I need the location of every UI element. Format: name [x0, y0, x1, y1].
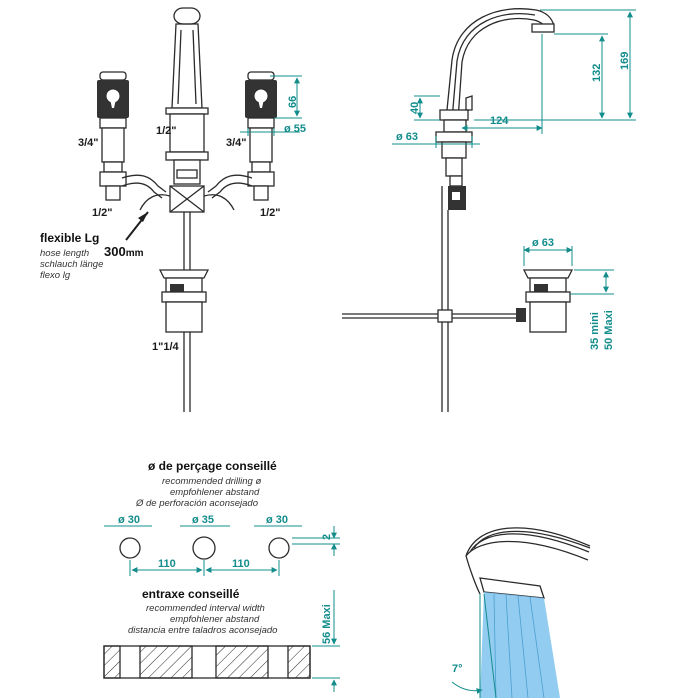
- hole-right-diameter: ø 30: [266, 514, 288, 526]
- front-spout: [165, 7, 209, 185]
- hole-center-diameter: ø 35: [192, 514, 214, 526]
- dim-height-total: 169: [619, 52, 631, 70]
- interval-section: entraxe conseillé recommended interval w…: [103, 587, 340, 692]
- front-waste: [158, 269, 210, 333]
- interval-sub-3: distancia entre taladros aconsejado: [128, 625, 277, 636]
- spacing-left: 110: [158, 558, 176, 570]
- spacing-right: 110: [232, 558, 250, 570]
- interval-title: entraxe conseillé: [142, 587, 240, 601]
- side-waste: [516, 269, 574, 333]
- dim-reach: 124: [490, 115, 509, 127]
- countertop-section: [103, 645, 311, 679]
- lift-rod: [342, 309, 524, 323]
- dim-offset: 2: [321, 534, 333, 540]
- drilling-section: ø de perçage conseillé recommended drill…: [104, 459, 340, 576]
- hose-sub-1: hose length: [40, 248, 89, 259]
- dim-handle-diameter: ø 55: [284, 123, 306, 135]
- drilling-title: ø de perçage conseillé: [148, 459, 277, 473]
- thread-right-bottom: 1/2": [260, 207, 281, 219]
- hose-length: 300mm: [104, 244, 144, 259]
- right-handle: [207, 71, 277, 201]
- hole-left: [119, 537, 141, 559]
- side-view: 169 132 40 124 ø 63 ø 63 35 mini 50 Maxi: [342, 8, 636, 412]
- drilling-sub-3: Ø de perforación aconsejado: [135, 498, 258, 509]
- dim-height-outlet: 132: [591, 64, 603, 82]
- hole-right: [268, 537, 290, 559]
- thread-left-top: 3/4": [78, 137, 99, 149]
- left-handle: [97, 71, 167, 201]
- drilling-sub-2: empfohlener abstand: [170, 487, 260, 498]
- front-view: 66 ø 55 3/4" 1/2" 1/2" 3/4" 1/2" flexibl…: [40, 7, 306, 412]
- dim-interval-max: 56 Maxi: [321, 604, 333, 644]
- side-dimensions: [392, 9, 636, 295]
- aerator-angle: 7°: [452, 663, 463, 675]
- hole-center: [192, 536, 216, 560]
- aerator-detail: 7°: [451, 527, 591, 699]
- thread-right-top: 3/4": [226, 137, 247, 149]
- handle-dimensions: [240, 75, 302, 136]
- mixing-cross: [139, 185, 235, 412]
- dim-base-height: 40: [409, 102, 421, 114]
- water-stream: [480, 592, 560, 698]
- hole-left-diameter: ø 30: [118, 514, 140, 526]
- hose-sub-2: schlauch länge: [40, 259, 103, 270]
- thread-left-bottom: 1/2": [92, 207, 113, 219]
- dim-handle-height: 66: [287, 96, 299, 108]
- dim-base-diameter: ø 63: [396, 131, 418, 143]
- thread-center: 1/2": [156, 125, 177, 137]
- dim-waste-diameter: ø 63: [532, 237, 554, 249]
- interval-sub-2: empfohlener abstand: [170, 614, 260, 625]
- hose-sub-3: flexo lg: [40, 270, 71, 281]
- dim-waste-max: 50 Maxi: [603, 310, 615, 350]
- interval-sub-1: recommended interval width: [146, 603, 265, 614]
- hose-title: flexible Lg: [40, 231, 99, 245]
- drilling-sub-1: recommended drilling ø: [162, 476, 261, 487]
- waste-thread: 1"1/4: [152, 341, 180, 353]
- side-spout: [435, 8, 555, 412]
- dim-waste-min: 35 mini: [589, 312, 601, 350]
